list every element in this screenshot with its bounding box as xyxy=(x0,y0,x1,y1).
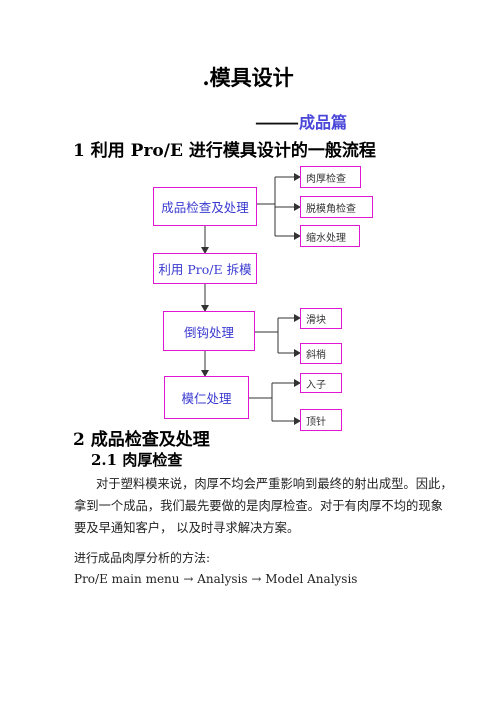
flow-step-split-mold: 利用 Pro/E 拆模 xyxy=(153,253,257,284)
subtitle-text: 成品篇 xyxy=(299,113,348,132)
paragraph-line: 要及早通知客户， 以及时寻求解决方案。 xyxy=(74,521,300,535)
sub-box-shrinkage: 缩水处理 xyxy=(300,225,360,247)
flow-step-core: 模仁处理 xyxy=(164,376,249,419)
paragraph-line: 拿到一个成品，我们最先要做的是肉厚检查。对于有肉厚不均的现象 xyxy=(74,499,443,513)
sub-box-slider: 滑块 xyxy=(300,308,342,329)
method-intro: 进行成品肉厚分析的方法: xyxy=(74,551,211,565)
sub-box-thickness-check: 肉厚检查 xyxy=(300,166,361,188)
flow-step-product-check: 成品检查及处理 xyxy=(153,187,257,226)
flow-step-undercut: 倒钩处理 xyxy=(163,311,255,351)
sub-box-ejector-pin: 顶针 xyxy=(300,409,342,431)
section-1-heading: 1 利用 Pro/E 进行模具设计的一般流程 xyxy=(73,141,376,161)
section-2-heading: 2 成品检查及处理 xyxy=(73,430,210,450)
sub-box-insert: 入子 xyxy=(300,373,342,393)
subtitle-dash: ——— xyxy=(255,113,299,132)
menu-path: Pro/E main menu → Analysis → Model Analy… xyxy=(74,572,358,586)
paragraph-line: 对于塑料模来说，肉厚不均会严重影响到最终的射出成型。因此， xyxy=(96,477,453,491)
sub-box-draft-angle-check: 脱模角检查 xyxy=(300,196,373,218)
document-subtitle: ———成品篇 xyxy=(255,109,347,133)
section-2-1-heading: 2.1 肉厚检查 xyxy=(91,451,183,469)
sub-box-lifter: 斜梢 xyxy=(300,343,342,364)
document-title: .模具设计 xyxy=(202,65,294,90)
